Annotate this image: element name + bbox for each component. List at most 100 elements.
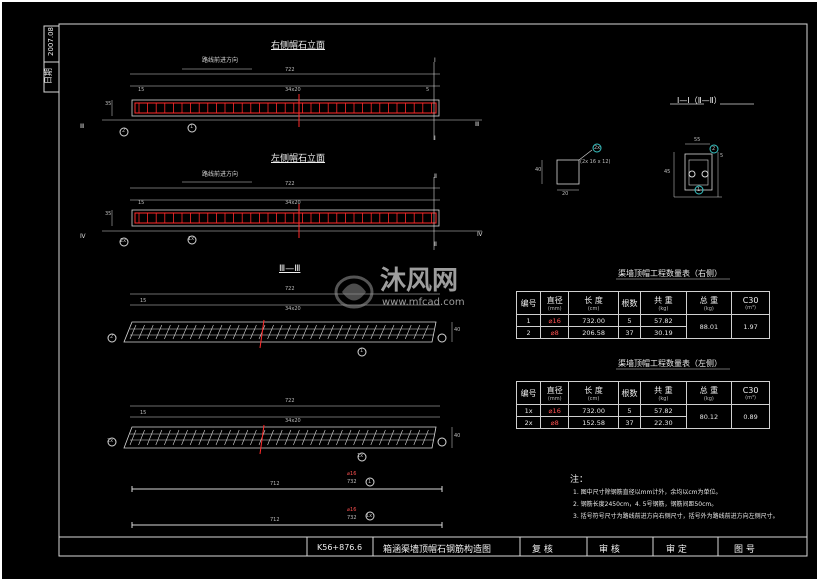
grid-bar <box>172 324 180 340</box>
th-wt: 共 重(kg) <box>640 291 687 315</box>
notes-title: 注： <box>570 475 589 485</box>
grid-bar <box>250 429 257 446</box>
cell-wt: 30.19 <box>640 326 687 339</box>
cell-no: 2x <box>515 416 542 429</box>
plan1-total: 722 <box>285 286 295 292</box>
cell-total: 80.12 <box>685 404 733 429</box>
grid-bar <box>181 429 188 446</box>
grid-bar <box>146 324 154 340</box>
mark-II-top: Ⅱ <box>434 173 437 180</box>
cell-concrete: 1.97 <box>731 314 770 339</box>
table-right: 编号 直径(mm) 长 度(cm) 根数 共 重(kg) 总 重(kg) C30… <box>515 291 770 339</box>
cell-len: 732.00 <box>568 404 619 417</box>
cell-num: 37 <box>617 326 642 339</box>
th-len: 长 度(cm) <box>568 381 619 405</box>
plan1-depth: 40 <box>454 327 461 333</box>
sect-w: 55 <box>694 137 701 143</box>
grid-bar <box>404 324 412 340</box>
direction-label-r: 路线前进方向 <box>202 57 239 64</box>
table-row: 1x ⌀16 732.00 5 57.82 80.12 0.89 <box>515 404 770 429</box>
approve-label: 审 定 <box>666 545 687 555</box>
cell-dia: ⌀16 <box>540 404 570 417</box>
grid-bar <box>318 324 326 340</box>
grid-bar <box>387 324 395 340</box>
bar1x-length: 712 <box>270 517 280 523</box>
th-dia: 直径(mm) <box>540 291 570 315</box>
table-left-title: 渠墙顶帽工程数量表（左侧） <box>618 359 722 368</box>
stirrup-detail <box>541 143 602 191</box>
left-elevation <box>102 177 482 250</box>
plan1-end: 15 <box>140 298 147 304</box>
cell-no: 1x <box>515 404 542 417</box>
grid-bar <box>370 429 378 446</box>
grid-bar <box>353 324 360 340</box>
grid-bar <box>129 429 137 446</box>
sect-cover: 5 <box>720 153 724 159</box>
plan2-depth: 40 <box>454 433 461 439</box>
bar1x-num: 1x <box>366 513 373 519</box>
cell-wt: 22.30 <box>640 416 687 429</box>
note-line-2: 2. 钢筋长度2450cm，4. 5号钢筋，钢筋间距50cm。 <box>573 501 718 508</box>
th-total: 总 重(kg) <box>685 381 733 405</box>
mark-IV-l: Ⅳ <box>80 233 86 240</box>
bar2-r: 2 <box>122 128 126 134</box>
spacing-r: 34x20 <box>285 87 301 93</box>
plan1-bar2: 2 <box>110 334 114 340</box>
table-left: 编号 直径(mm) 长 度(cm) 根数 共 重(kg) 总 重(kg) C30… <box>515 381 770 429</box>
section-plan-left <box>107 405 453 462</box>
table-right-title: 渠墙顶帽工程数量表（右侧） <box>618 269 722 278</box>
grid-bar <box>155 324 163 340</box>
cell-dia: ⌀8 <box>540 416 570 429</box>
grid-bar <box>275 324 283 340</box>
th-wt: 共 重(kg) <box>640 381 687 405</box>
bar-details <box>131 477 443 528</box>
bar1-dia: ⌀16 <box>347 471 357 477</box>
bar1x-dia: ⌀16 <box>347 507 357 513</box>
date-label: 日期 <box>44 68 53 84</box>
grid-bar <box>189 324 197 340</box>
watermark-url: www.mfcad.com <box>382 297 465 308</box>
grid-bar <box>293 429 300 446</box>
stirrup-dim2: 20 <box>562 191 569 197</box>
grid-bar <box>164 324 171 340</box>
mark-II-bot: Ⅱ <box>434 241 437 248</box>
bar1x-l: 1x <box>188 236 195 242</box>
grid-bar <box>267 429 274 446</box>
grid-bar <box>318 429 326 446</box>
check-label: 审 核 <box>599 545 620 555</box>
grid-bar <box>232 324 240 340</box>
plan2-spacing: 34x20 <box>285 418 301 424</box>
stirrup-num: 2x <box>594 145 601 151</box>
grid-bar <box>361 324 369 340</box>
grid-bar <box>327 324 335 340</box>
mark-I-top: Ⅰ <box>434 57 436 64</box>
cell-len: 152.58 <box>568 416 619 429</box>
th-no: 编号 <box>515 291 542 315</box>
left-elevation-title: 左侧帽石立面 <box>271 154 326 164</box>
end-l: 15 <box>138 200 145 206</box>
grid-bar <box>379 324 386 340</box>
bar1x-len: 732 <box>347 515 357 521</box>
grid-bar <box>396 324 403 340</box>
plan2-bar1x: 1x <box>357 453 364 459</box>
grid-bar <box>413 429 421 446</box>
drawing-title: 箱涵渠墙顶帽石钢筋构造图 <box>383 545 492 555</box>
note-line-1: 1. 图中尺寸除钢筋直径以mm计外，余均以cm为单位。 <box>573 489 722 496</box>
plan2-total: 722 <box>285 398 295 404</box>
grid-bar <box>327 429 335 446</box>
cell-no: 1 <box>515 314 542 327</box>
grid-bar <box>396 429 403 446</box>
spacing-l: 34x20 <box>285 200 301 206</box>
section-3-title: Ⅲ—Ⅲ <box>279 264 301 274</box>
th-num: 根数 <box>617 291 642 315</box>
plan1-spacing: 34x20 <box>285 306 301 312</box>
grid-bar <box>241 429 249 446</box>
cell-wt: 57.82 <box>640 404 687 417</box>
grid-bar <box>215 429 223 446</box>
grid-bar <box>284 324 292 340</box>
grid-bar <box>404 429 412 446</box>
grid-bar <box>379 429 386 446</box>
bar1-length: 712 <box>270 481 280 487</box>
grid-bar <box>344 429 352 446</box>
